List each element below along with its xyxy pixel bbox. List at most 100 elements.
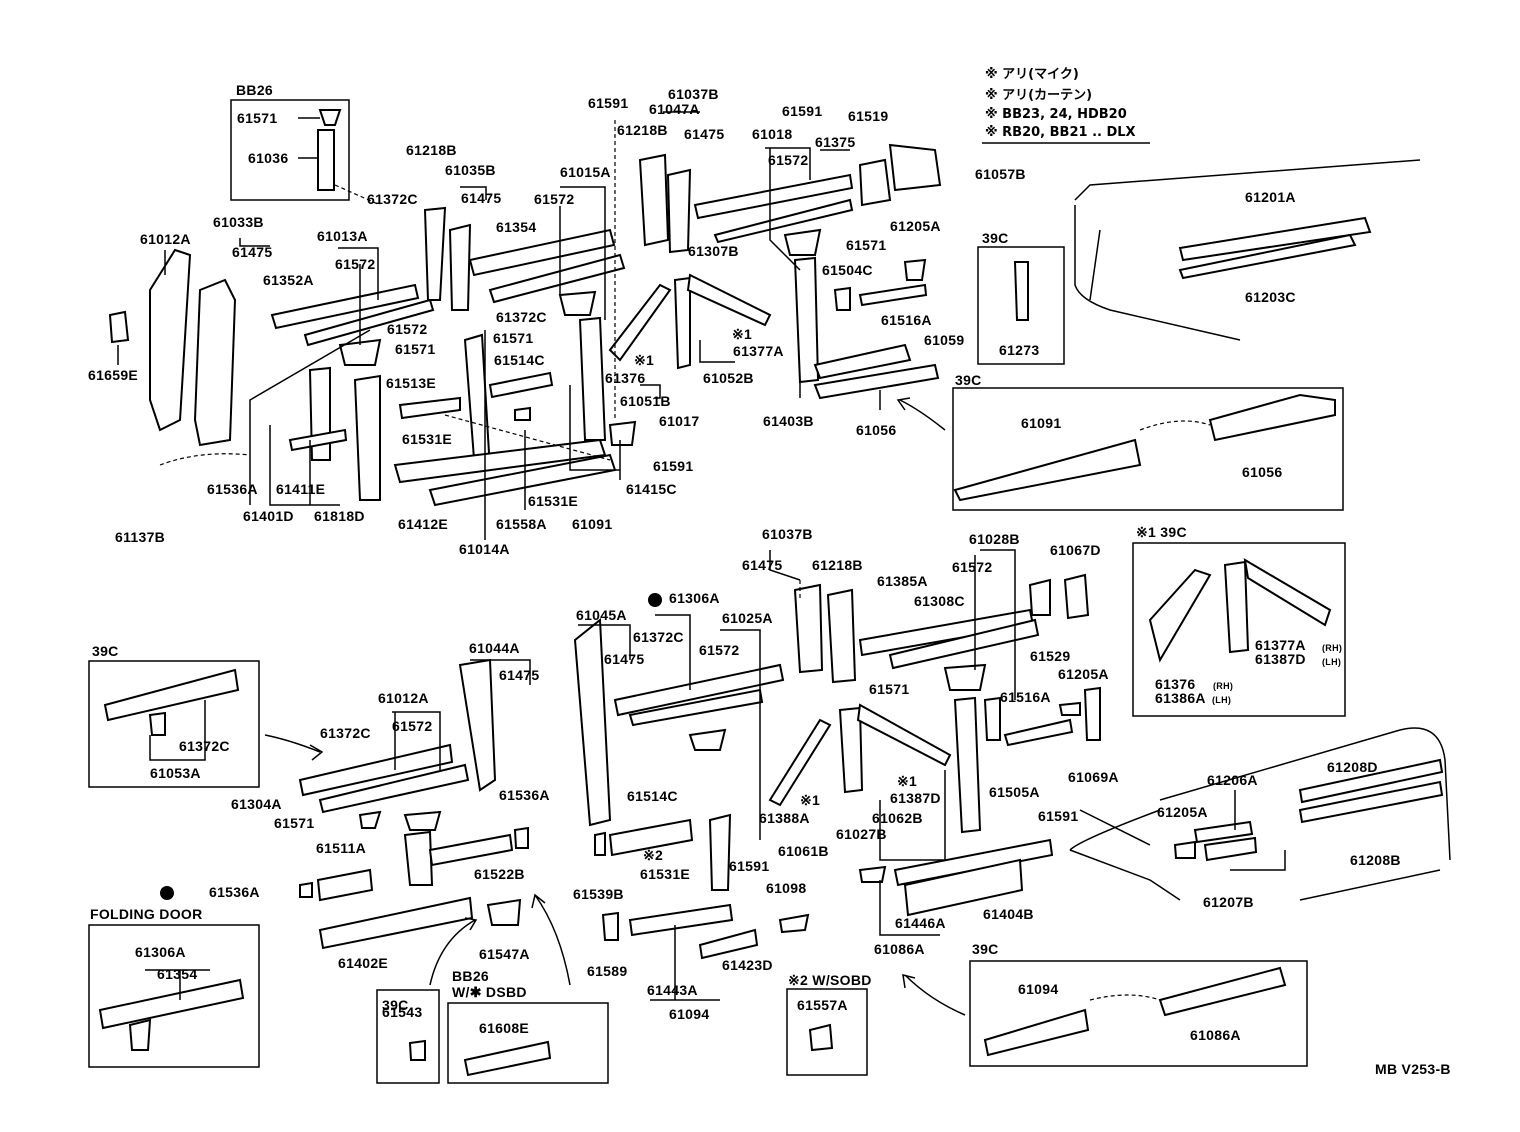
part-label: 61037B <box>762 526 813 542</box>
part-label: 61045A <box>576 607 627 623</box>
part-label: 61098 <box>766 880 807 896</box>
box-title-bb26: BB26 <box>236 82 273 98</box>
part-label: 61207B <box>1203 894 1254 910</box>
bb26-top-box <box>230 99 350 201</box>
39c-box-a <box>977 246 1065 365</box>
part-label: 61608E <box>479 1020 530 1036</box>
part-label: 61053A <box>150 765 201 781</box>
part-label: 61387D <box>1255 651 1306 667</box>
39c-box-d <box>376 989 440 1084</box>
note-line-4: ※ RB20, BB21 .. DLX <box>985 125 1136 140</box>
leader-lines <box>117 111 1286 1001</box>
part-label: 61376 <box>605 370 646 386</box>
box-title-note1: ※1 39C <box>1136 524 1187 540</box>
part-label: 61036 <box>248 150 289 166</box>
arrow-39c-d <box>429 917 478 986</box>
part-label: 61591 <box>782 103 823 119</box>
part-label: 61475 <box>604 651 645 667</box>
arrow-39c-a <box>264 734 324 761</box>
part-label: 61035B <box>445 162 496 178</box>
part-label: 61572 <box>335 256 376 272</box>
part-label: 61386A <box>1155 690 1206 706</box>
part-label: 61218B <box>812 557 863 573</box>
part-label: 61557A <box>797 997 848 1013</box>
part-label: 61137B <box>115 529 166 545</box>
part-label: 61571 <box>395 341 436 357</box>
folding-door-box <box>88 924 260 1068</box>
box-title-bb26-dsbd: BB26 W/✱ DSBD <box>452 968 527 1000</box>
part-label: 61025A <box>722 610 773 626</box>
part-label: 61412E <box>398 516 449 532</box>
box-title-folding-door: FOLDING DOOR <box>90 906 203 922</box>
part-label: 61818D <box>314 508 365 524</box>
box-title-39c-e: 39C <box>972 941 999 957</box>
part-label: 61352A <box>263 272 314 288</box>
bb26-dsbd-box <box>447 1002 609 1084</box>
part-label: 61504C <box>822 262 873 278</box>
box-title-39c-a: 39C <box>982 230 1009 246</box>
part-label: 61372C <box>367 191 418 207</box>
part-label: 61402E <box>338 955 389 971</box>
note-line-2: ※ アリ(カーテン) <box>985 88 1093 103</box>
part-label: 61514C <box>627 788 678 804</box>
part-label: 61571 <box>274 815 315 831</box>
part-label: 61062B <box>872 810 923 826</box>
part-label: 61558A <box>496 516 547 532</box>
part-label: 61411E <box>276 481 326 497</box>
part-label: 61571 <box>869 681 910 697</box>
part-label: 61056 <box>856 422 897 438</box>
lh-mark: (LH) <box>1322 657 1342 667</box>
arrow-39c-b <box>896 397 946 431</box>
part-label: 61572 <box>768 152 809 168</box>
part-label: 61208D <box>1327 759 1378 775</box>
part-label: 61017 <box>659 413 700 429</box>
39c-box-e <box>969 960 1308 1067</box>
part-label: 61028B <box>969 531 1020 547</box>
part-label: 61059 <box>924 332 965 348</box>
part-label: 61067D <box>1050 542 1101 558</box>
part-label: 61013A <box>317 228 368 244</box>
part-label: 61475 <box>232 244 273 260</box>
star1-mark: ※1 <box>800 792 821 808</box>
part-label: 61044A <box>469 640 520 656</box>
rh-mark: (RH) <box>1322 643 1343 653</box>
39c-box-b <box>952 387 1344 511</box>
part-label: 61218B <box>406 142 457 158</box>
part-label: 61354 <box>157 966 198 982</box>
part-label: 61572 <box>534 191 575 207</box>
star1-mark: ※1 <box>732 326 753 342</box>
part-label: 61091 <box>1021 415 1062 431</box>
box-title-39c-d: 39C <box>382 997 409 1013</box>
part-label: 61012A <box>378 690 429 706</box>
part-label: 61536A <box>209 884 260 900</box>
part-label: 61531E <box>640 866 691 882</box>
part-label: 61516A <box>1000 689 1051 705</box>
part-label: 61387D <box>890 790 941 806</box>
part-label: 61069A <box>1068 769 1119 785</box>
box-title-39c-b: 39C <box>955 372 982 388</box>
part-label: 61591 <box>653 458 694 474</box>
star1-mark: ※1 <box>634 352 655 368</box>
part-label: 61591 <box>1038 808 1079 824</box>
part-label: 61033B <box>213 214 264 230</box>
part-label: 61208B <box>1350 852 1401 868</box>
part-label: 61475 <box>684 126 725 142</box>
part-label: 61529 <box>1030 648 1071 664</box>
part-label: 61388A <box>759 810 810 826</box>
part-label: 61513E <box>386 375 437 391</box>
part-label: 61423D <box>722 957 773 973</box>
part-label: 61589 <box>587 963 628 979</box>
vehicle-outline-top <box>1074 159 1421 341</box>
vehicle-outline-bottom <box>1069 727 1451 901</box>
part-label: 61057B <box>975 166 1026 182</box>
part-label: 61415C <box>626 481 677 497</box>
part-label: 61376 <box>1155 676 1196 692</box>
box-title-sobd: ※2 W/SOBD <box>788 972 872 988</box>
part-label: 61404B <box>983 906 1034 922</box>
part-label: 61205A <box>1058 666 1109 682</box>
part-label: 61571 <box>493 330 534 346</box>
part-label: 61511A <box>316 840 367 856</box>
part-label: 61505A <box>989 784 1040 800</box>
part-label: 61354 <box>496 219 537 235</box>
part-label: 61203C <box>1245 289 1296 305</box>
